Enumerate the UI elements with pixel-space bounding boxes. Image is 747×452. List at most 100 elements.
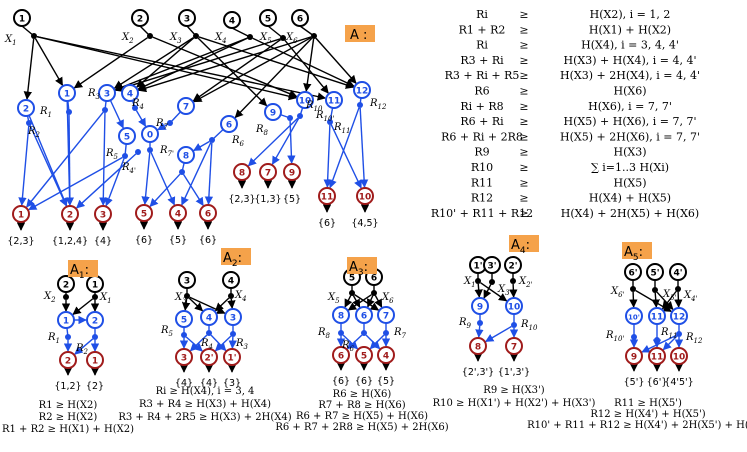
sub4-source-dot-3 — [510, 278, 516, 284]
sub5-source-5': 5' — [646, 263, 664, 281]
blue-edge-35 — [328, 107, 360, 189]
sub3-edge-label-3: R7 — [393, 327, 407, 340]
source-stem-4 — [231, 27, 251, 38]
sub1-blue-edge-2 — [74, 338, 94, 355]
source-dot-1 — [31, 33, 37, 39]
svg-text:4: 4 — [127, 90, 133, 100]
sub1-sink-2: 1 — [86, 351, 104, 369]
inequality-row: R10' + R11 + R12≥H(X4) + 2H(X5) + H(X6) — [431, 207, 699, 220]
source-dot-2 — [147, 33, 153, 39]
sub5-demand-1: {5'} — [624, 377, 645, 388]
svg-text:2: 2 — [65, 357, 71, 367]
sub4-source-label-3: X2' — [518, 276, 533, 289]
blue-edge-22 — [193, 140, 210, 152]
sub4-source-edge-2 — [480, 282, 508, 302]
sub3-intermediate-2: 6 — [355, 306, 373, 324]
header-A3: A3: — [347, 257, 377, 278]
sub4-sink-2: 7 — [505, 337, 523, 355]
relay-dot-5 — [122, 153, 128, 159]
inequality-row: Ri + R8≥H(X6), i = 7, 7' — [460, 100, 672, 113]
svg-text:4: 4 — [206, 314, 212, 324]
svg-text:3: 3 — [181, 354, 187, 364]
sub5-edge-label-1: R10' — [605, 330, 624, 343]
svg-text:R11: R11 — [471, 176, 493, 189]
source-label-X4: X4 — [214, 32, 227, 45]
svg-text:∑ i=1..3 H(Xi): ∑ i=1..3 H(Xi) — [591, 161, 669, 174]
svg-text:1': 1' — [227, 354, 236, 364]
blue-edge-39 — [109, 99, 124, 129]
sub5-source-label-3: X4' — [683, 290, 698, 303]
sub2-relay-dot-1 — [181, 332, 187, 338]
sub3-sink-1: 6 — [332, 346, 350, 364]
svg-text:R10' + R11 + R12: R10' + R11 + R12 — [431, 207, 533, 220]
sub5-blue-edge-3 — [641, 334, 677, 353]
sub4-source-2': 2' — [504, 256, 522, 274]
sub5-intermediate-3: 12 — [670, 307, 688, 325]
svg-text:6: 6 — [338, 352, 344, 362]
svg-text:5: 5 — [361, 352, 367, 362]
sub5-relay-dot-2 — [654, 337, 660, 343]
sink-node-11: 11 — [318, 187, 336, 205]
source-edge-15 — [114, 38, 281, 93]
svg-text:10': 10' — [628, 314, 640, 322]
sub2-source-3: 3 — [178, 271, 196, 289]
sub3-edge-label-1: R8 — [317, 327, 331, 340]
inequality-row: R3 + Ri + R5≥H(X3) + 2H(X4), i = 4, 4' — [445, 69, 700, 82]
svg-text:≥: ≥ — [519, 192, 528, 205]
sub2-source-4: 4 — [222, 271, 240, 289]
sub3-sink-2: 5 — [355, 346, 373, 364]
sink-node-2: 2 — [61, 205, 79, 223]
edge-label-R7: R7 — [155, 118, 169, 131]
sub5-inequality-3: R10' + R11 + R12 ≥ H(X4') + 2H(X5') + H(… — [527, 420, 747, 431]
intermediate-node-1: 1 — [58, 84, 76, 102]
svg-text:R1 + R2: R1 + R2 — [459, 23, 506, 36]
intermediate-node-9: 9 — [264, 103, 282, 121]
svg-text:1: 1 — [63, 317, 69, 327]
header-A1: A1: — [68, 260, 98, 281]
svg-text:2: 2 — [92, 317, 98, 327]
svg-text:Ri + R8: Ri + R8 — [460, 100, 503, 113]
sub4-demand-1: {2',3'} — [462, 367, 494, 378]
sub2-demand-3: {3} — [223, 378, 241, 389]
intermediate-node-6: 6 — [220, 115, 238, 133]
source-edge-21 — [315, 37, 357, 84]
svg-text:3': 3' — [487, 262, 496, 272]
svg-text:3: 3 — [230, 314, 236, 324]
sub3-source-edge-6 — [347, 294, 372, 311]
source-label-X6: X6 — [285, 32, 298, 45]
source-node-5: 5 — [259, 9, 277, 27]
svg-text:1': 1' — [473, 262, 482, 272]
sub5-source-edge-5 — [661, 290, 677, 310]
svg-text:A2:: A2: — [223, 251, 242, 269]
sub1-source-2: 2 — [57, 275, 75, 293]
blue-edge-15 — [141, 152, 151, 205]
source-edge-5 — [73, 37, 148, 89]
svg-text:H(X3) + 2H(X4), i = 4, 4': H(X3) + 2H(X4), i = 4, 4' — [560, 69, 700, 82]
svg-text:A3:: A3: — [349, 260, 368, 278]
sub5-relay-dot-3 — [676, 331, 682, 337]
blue-edge-29 — [247, 117, 299, 167]
sub3-edge-label-2: R6 — [341, 340, 355, 353]
svg-text:H(X4) + 2H(X5) + H(X6): H(X4) + 2H(X5) + H(X6) — [561, 207, 699, 220]
inequality-row: R6 + Ri≥H(X5) + H(X6), i = 7, 7' — [460, 115, 696, 128]
sub-inequality-blocks: R1 ≥ H(X2)R2 ≥ H(X2)R1 + R2 ≥ H(X1) + H(… — [2, 385, 747, 435]
blue-edge-18 — [157, 122, 168, 131]
svg-text:11: 11 — [328, 97, 341, 107]
source-edge-17 — [234, 37, 313, 119]
sub3-intermediate-1: 8 — [332, 306, 350, 324]
svg-text:R6: R6 — [474, 85, 489, 98]
relay-dot-8 — [179, 169, 185, 175]
sub4-edge-label-2: R10 — [520, 319, 538, 332]
svg-text:≥: ≥ — [519, 176, 528, 189]
inequality-row: Ri≥H(X2), i = 1, 2 — [476, 8, 670, 21]
sub2-source-edge-5 — [227, 298, 236, 309]
sub2-blue-edge-2 — [185, 336, 203, 352]
sub2-inequality-3: R3 + R4 + 2R5 ≥ H(X3) + 2H(X4) — [118, 412, 291, 423]
sub4-source-edge-3 — [483, 284, 492, 299]
demand-label-10: {6} — [318, 218, 336, 229]
intermediate-node-8: 8 — [177, 146, 195, 164]
relay-dot-6 — [209, 137, 215, 143]
sub1-source-dot-1 — [63, 294, 69, 300]
sub4-source-dot-2 — [489, 279, 495, 285]
sub2-sink-2: 2' — [200, 348, 218, 366]
